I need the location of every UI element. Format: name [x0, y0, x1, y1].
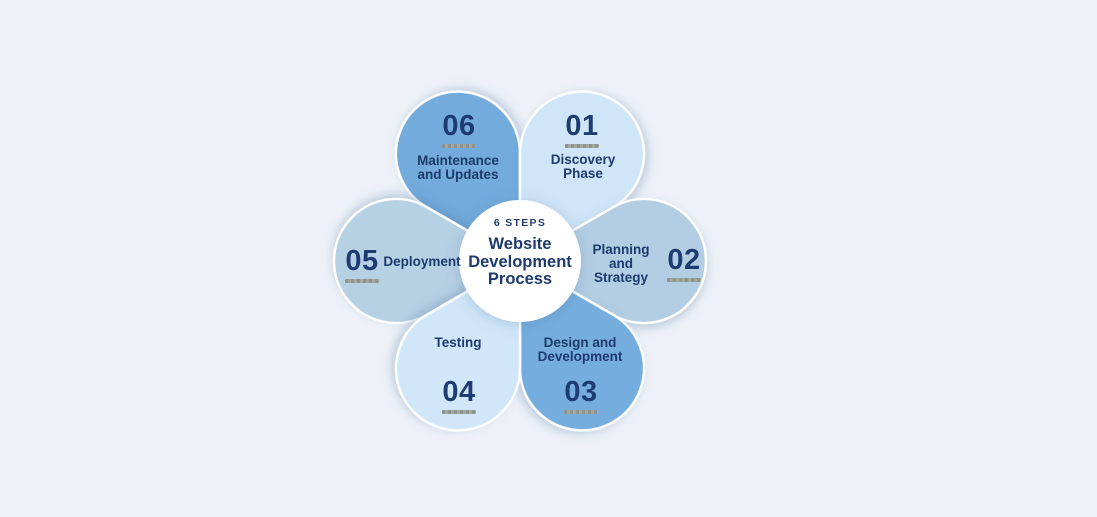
step-01-underline: [565, 144, 599, 148]
step-04-label: Testing: [434, 335, 482, 350]
center-eyebrow: 6 STEPS: [493, 217, 547, 229]
center-hub-circle: [459, 200, 581, 322]
diagram-title: Website Development Process: [468, 235, 572, 288]
step-01-number: 01: [565, 110, 599, 142]
step-06-number: 06: [442, 110, 476, 142]
step-01-label: Discovery Phase: [550, 152, 616, 181]
step-01-number-block: 01: [552, 111, 612, 148]
step-02-number: 02: [667, 244, 701, 276]
step-02-label: Planning and Strategy: [592, 242, 650, 285]
step-04-number: 04: [442, 376, 476, 408]
center-hub: 6 STEPS Website Development Process: [450, 217, 590, 289]
step-05-underline: [345, 279, 379, 283]
step-02-number-block: 02: [654, 245, 714, 282]
step-05-number-block: 05: [332, 246, 392, 283]
step-05-label: Deployment: [383, 254, 461, 269]
petal-02-planning: [518, 197, 708, 325]
step-04-number-block: 04: [429, 377, 489, 414]
step-05-number: 05: [345, 245, 379, 277]
step-02-underline: [667, 278, 701, 282]
step-06-underline: [442, 144, 476, 148]
step-03-label: Design and Development: [537, 335, 623, 364]
step-06-label: Maintenance and Updates: [417, 153, 499, 182]
step-06-number-block: 06: [429, 111, 489, 148]
step-03-number: 03: [564, 376, 598, 408]
step-04-underline: [442, 410, 476, 414]
step-03-underline: [564, 410, 598, 414]
petal-05-deployment: [332, 197, 522, 325]
step-03-number-block: 03: [551, 377, 611, 414]
